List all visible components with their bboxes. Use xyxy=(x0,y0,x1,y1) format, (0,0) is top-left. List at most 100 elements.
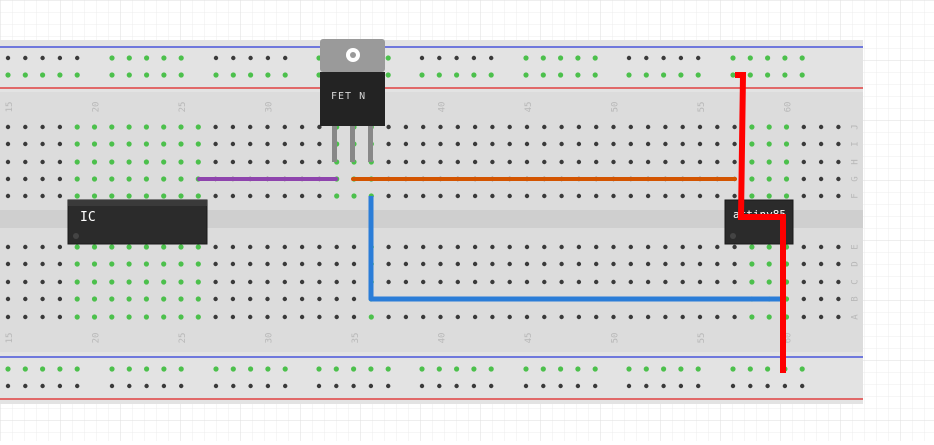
rail-hole[interactable] xyxy=(74,72,80,78)
rail-hole[interactable] xyxy=(730,55,736,61)
rail-hole[interactable] xyxy=(661,55,666,61)
breadboard-hole[interactable] xyxy=(91,124,98,130)
breadboard-hole[interactable] xyxy=(109,193,115,199)
rail-hole[interactable] xyxy=(575,366,581,372)
rail-hole[interactable] xyxy=(678,55,684,61)
rail-hole[interactable] xyxy=(40,366,46,372)
breadboard-hole[interactable] xyxy=(143,159,149,165)
breadboard-hole[interactable] xyxy=(213,124,218,130)
rail-hole[interactable] xyxy=(558,366,564,372)
breadboard-hole[interactable] xyxy=(524,159,530,165)
breadboard-hole[interactable] xyxy=(40,261,45,267)
breadboard-hole[interactable] xyxy=(57,193,63,199)
breadboard-hole[interactable] xyxy=(715,244,720,250)
rail-hole[interactable] xyxy=(282,366,288,372)
breadboard-hole[interactable] xyxy=(317,296,322,302)
rail-hole[interactable] xyxy=(695,366,701,372)
rail-hole[interactable] xyxy=(109,383,115,389)
breadboard-hole[interactable] xyxy=(230,193,236,199)
breadboard-hole[interactable] xyxy=(594,193,599,199)
breadboard-hole[interactable] xyxy=(663,261,668,267)
breadboard-hole[interactable] xyxy=(248,279,253,285)
breadboard-hole[interactable] xyxy=(680,261,685,267)
breadboard-hole[interactable] xyxy=(455,314,460,320)
breadboard-hole[interactable] xyxy=(74,279,80,285)
breadboard-hole[interactable] xyxy=(74,296,80,302)
breadboard-hole[interactable] xyxy=(836,314,841,320)
breadboard-hole[interactable] xyxy=(732,244,737,250)
breadboard-hole[interactable] xyxy=(230,314,236,320)
breadboard-hole[interactable] xyxy=(438,244,443,250)
breadboard-hole[interactable] xyxy=(628,124,633,130)
breadboard-hole[interactable] xyxy=(836,296,841,302)
breadboard-hole[interactable] xyxy=(749,141,755,147)
breadboard-hole[interactable] xyxy=(195,141,201,147)
breadboard-hole[interactable] xyxy=(783,159,790,165)
breadboard-hole[interactable] xyxy=(524,141,530,147)
breadboard-hole[interactable] xyxy=(611,193,616,199)
breadboard-hole[interactable] xyxy=(230,124,236,130)
breadboard-hole[interactable] xyxy=(715,124,720,130)
rail-hole[interactable] xyxy=(178,366,184,372)
breadboard-hole[interactable] xyxy=(57,124,63,130)
rail-hole[interactable] xyxy=(558,383,563,389)
breadboard-hole[interactable] xyxy=(368,314,374,320)
rail-hole[interactable] xyxy=(144,366,150,372)
breadboard-hole[interactable] xyxy=(351,193,357,199)
rail-hole[interactable] xyxy=(161,72,167,78)
breadboard-hole[interactable] xyxy=(455,124,460,130)
rail-hole[interactable] xyxy=(523,383,529,389)
breadboard-hole[interactable] xyxy=(472,141,478,147)
rail-hole[interactable] xyxy=(747,72,753,78)
breadboard-hole[interactable] xyxy=(213,244,218,250)
breadboard-hole[interactable] xyxy=(109,314,115,320)
breadboard-hole[interactable] xyxy=(766,261,772,267)
breadboard-hole[interactable] xyxy=(559,279,564,285)
breadboard-hole[interactable] xyxy=(680,314,685,320)
breadboard-hole[interactable] xyxy=(836,193,841,199)
rail-hole[interactable] xyxy=(40,72,46,78)
rail-hole[interactable] xyxy=(248,72,254,78)
breadboard-hole[interactable] xyxy=(663,141,668,147)
rail-hole[interactable] xyxy=(765,55,771,61)
rail-hole[interactable] xyxy=(265,72,271,78)
breadboard-hole[interactable] xyxy=(282,141,287,147)
breadboard-hole[interactable] xyxy=(801,159,806,165)
rail-hole[interactable] xyxy=(351,366,357,372)
breadboard-hole[interactable] xyxy=(766,193,772,199)
breadboard-hole[interactable] xyxy=(438,279,443,285)
breadboard-hole[interactable] xyxy=(40,176,45,182)
rail-hole[interactable] xyxy=(248,383,253,389)
breadboard-hole[interactable] xyxy=(40,124,45,130)
rail-hole[interactable] xyxy=(747,55,753,61)
fet-n-transistor[interactable]: FET N xyxy=(320,39,385,162)
rail-hole[interactable] xyxy=(747,366,753,372)
breadboard-hole[interactable] xyxy=(91,296,98,302)
rail-hole[interactable] xyxy=(144,72,150,78)
breadboard-hole[interactable] xyxy=(213,279,218,285)
breadboard-hole[interactable] xyxy=(542,244,547,250)
breadboard-hole[interactable] xyxy=(230,261,236,267)
breadboard-hole[interactable] xyxy=(91,279,98,285)
breadboard-hole[interactable] xyxy=(645,159,651,165)
breadboard-hole[interactable] xyxy=(783,193,790,199)
rail-hole[interactable] xyxy=(57,55,63,61)
breadboard-hole[interactable] xyxy=(628,159,633,165)
rail-hole[interactable] xyxy=(575,383,581,389)
breadboard-hole[interactable] xyxy=(265,279,270,285)
rail-hole[interactable] xyxy=(436,366,442,372)
breadboard-hole[interactable] xyxy=(57,159,63,165)
breadboard-hole[interactable] xyxy=(109,244,115,250)
rail-hole[interactable] xyxy=(782,72,788,78)
breadboard-hole[interactable] xyxy=(628,261,633,267)
breadboard-hole[interactable] xyxy=(213,296,218,302)
breadboard-hole[interactable] xyxy=(40,244,45,250)
breadboard-hole[interactable] xyxy=(248,124,253,130)
breadboard-hole[interactable] xyxy=(91,159,98,165)
breadboard-hole[interactable] xyxy=(403,159,409,165)
breadboard-hole[interactable] xyxy=(732,124,737,130)
rail-hole[interactable] xyxy=(316,366,322,372)
breadboard-hole[interactable] xyxy=(818,159,824,165)
breadboard-hole[interactable] xyxy=(611,124,616,130)
rail-hole[interactable] xyxy=(248,366,254,372)
